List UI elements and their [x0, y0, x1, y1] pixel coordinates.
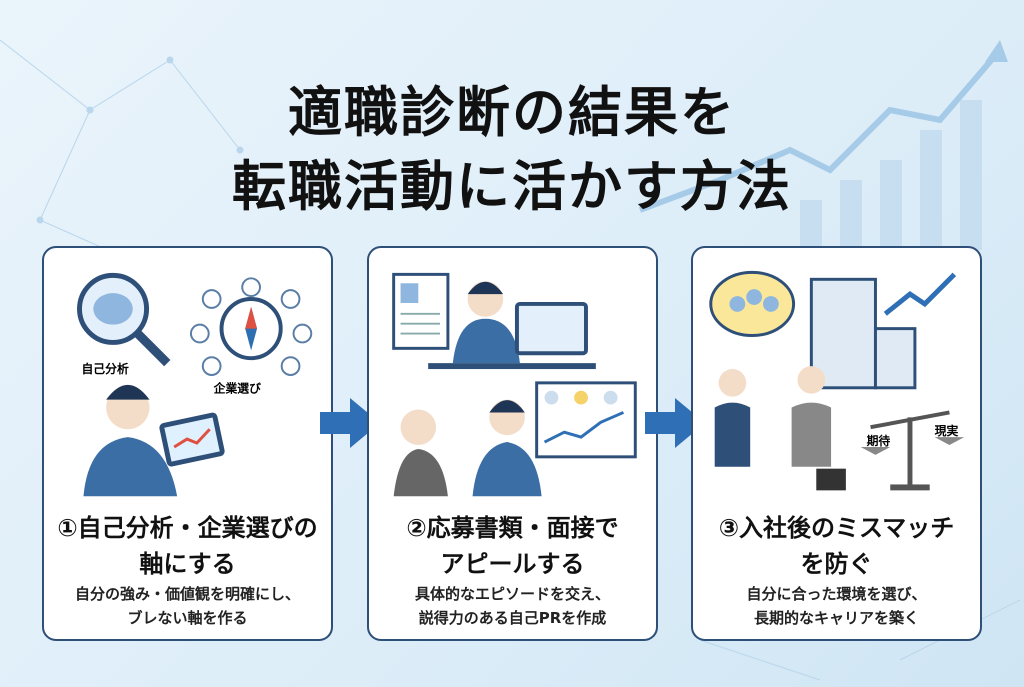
card-2-desc-line-1: 具体的なエピソードを交え、	[414, 585, 610, 603]
label-company-selection: 企業選び	[213, 382, 261, 396]
title-line-2: 転職活動に活かす方法	[232, 155, 792, 218]
office-building-icon	[809, 272, 957, 390]
mismatch-illustration: 期待 現実	[709, 270, 965, 491]
application-interview-illustration	[392, 272, 637, 497]
card-1-title-line-2: 軸にする	[139, 550, 236, 578]
label-reality: 現実	[935, 424, 959, 438]
self-analysis-illustration: 自己分析 企業選び	[77, 272, 313, 497]
card-prevent-mismatch: 期待 現実 ③入社後のミスマッチを防ぐ 自分に合った環境を選び、長期的なキャリアを…	[691, 246, 982, 641]
card-1-desc-line-1: 自分の強み・価値観を明確にし、	[74, 585, 300, 603]
arrow-right-icon	[320, 398, 380, 448]
magnifier-brain-icon	[77, 272, 171, 367]
label-expectation: 期待	[867, 434, 891, 448]
person-at-computer	[428, 281, 596, 370]
card-1-desc-line-2: ブレない軸を作る	[127, 609, 248, 627]
handshake-scene	[714, 366, 846, 491]
interview-scene	[393, 381, 637, 497]
card-2-desc-line-2: 説得力のある自己PRを作成	[418, 609, 607, 627]
card-application-interview: ②応募書類・面接でアピールする 具体的なエピソードを交え、説得力のある自己PRを…	[367, 246, 658, 641]
arrow-right-icon	[645, 398, 705, 448]
compass-icon	[189, 277, 313, 376]
card-3-desc-line-1: 自分に合った環境を選び、	[746, 585, 927, 603]
card-2-title-line-1: ②応募書類・面接で	[406, 514, 619, 542]
card-3-title-line-1: ③入社後のミスマッチ	[718, 514, 955, 542]
title-line-1: 適職診断の結果を	[288, 81, 736, 144]
resume-document-icon	[392, 272, 450, 350]
balance-scale-icon: 期待 現実	[860, 410, 965, 491]
person-with-tablet	[83, 384, 225, 497]
card-3-desc-line-2: 長期的なキャリアを築く	[753, 609, 919, 627]
card-2-title-line-2: アピールする	[440, 550, 585, 578]
speech-bubble-team-icon	[709, 270, 796, 338]
card-3-title-line-2: を防ぐ	[800, 550, 873, 578]
card-1-title-line-1: ①自己分析・企業選びの	[57, 514, 318, 542]
label-self-analysis: 自己分析	[81, 362, 128, 376]
card-self-analysis: 自己分析 企業選び ①自己分析・企業選びの軸にする 自分の強み・価値観を明確にし…	[42, 246, 333, 641]
